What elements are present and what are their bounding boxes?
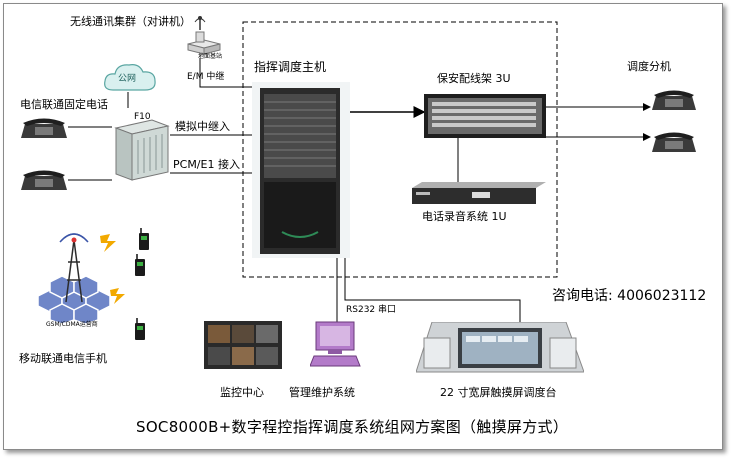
walkie-talkie-icon (139, 228, 149, 250)
label-main-unit: 指挥调度主机 (254, 60, 327, 74)
label-tower: GSM/CDMA运营商 (46, 321, 98, 328)
label-management: 管理维护系统 (289, 386, 355, 399)
main-host-boundary (242, 21, 558, 278)
computer-icon (310, 321, 361, 367)
diagram-title: SOC8000B+数字程控指挥调度系统组网方案图（触摸屏方式） (136, 418, 569, 436)
antenna-icon (187, 16, 221, 55)
desk-phone-icon (652, 132, 696, 152)
walkie-talkie-icon (135, 254, 145, 276)
label-pcm-access: PCM/E1 接入 (173, 158, 240, 171)
patch-panel-icon (424, 94, 546, 138)
desk-phone-icon (21, 170, 67, 190)
label-analog-trunk: 模拟中继入 (175, 120, 230, 133)
label-extension: 调度分机 (627, 60, 671, 73)
walkie-talkie-icon (135, 318, 145, 340)
cloud-icon (104, 64, 156, 91)
line-rs232 (344, 255, 521, 324)
label-console: 22 寸宽屏触摸屏调度台 (440, 386, 557, 399)
lightning-icon (100, 234, 116, 252)
label-f10: F10 (134, 112, 151, 122)
label-em-trunk: E/M 中继 (187, 72, 225, 82)
dispatch-console-icon (416, 322, 584, 373)
lightning-icon (110, 288, 125, 304)
server-rack-icon (252, 82, 350, 258)
label-wireless-cluster: 无线通讯集群（对讲机） (70, 15, 191, 28)
label-monitor-center: 监控中心 (220, 386, 264, 399)
monitor-screen-icon (204, 321, 282, 369)
server-rack-icon (114, 119, 170, 181)
label-rs232: RS232 串口 (346, 305, 397, 315)
label-recorder: 电话录音系统 1U (422, 210, 507, 223)
label-public-network: 公网 (118, 74, 137, 84)
label-mobile-phones: 移动联通电信手机 (19, 352, 107, 365)
desk-phone-icon (652, 90, 696, 110)
desk-phone-icon (21, 118, 67, 138)
label-distribution-frame: 保安配线架 3U (437, 72, 511, 85)
label-consult-phone: 咨询电话: 4006023112 (552, 288, 707, 304)
label-fixed-phone: 电信联通固定电话 (20, 98, 108, 111)
label-base-station: 地面基站 (198, 53, 223, 60)
recorder-icon (412, 182, 546, 204)
cell-tower-icon (37, 233, 111, 324)
